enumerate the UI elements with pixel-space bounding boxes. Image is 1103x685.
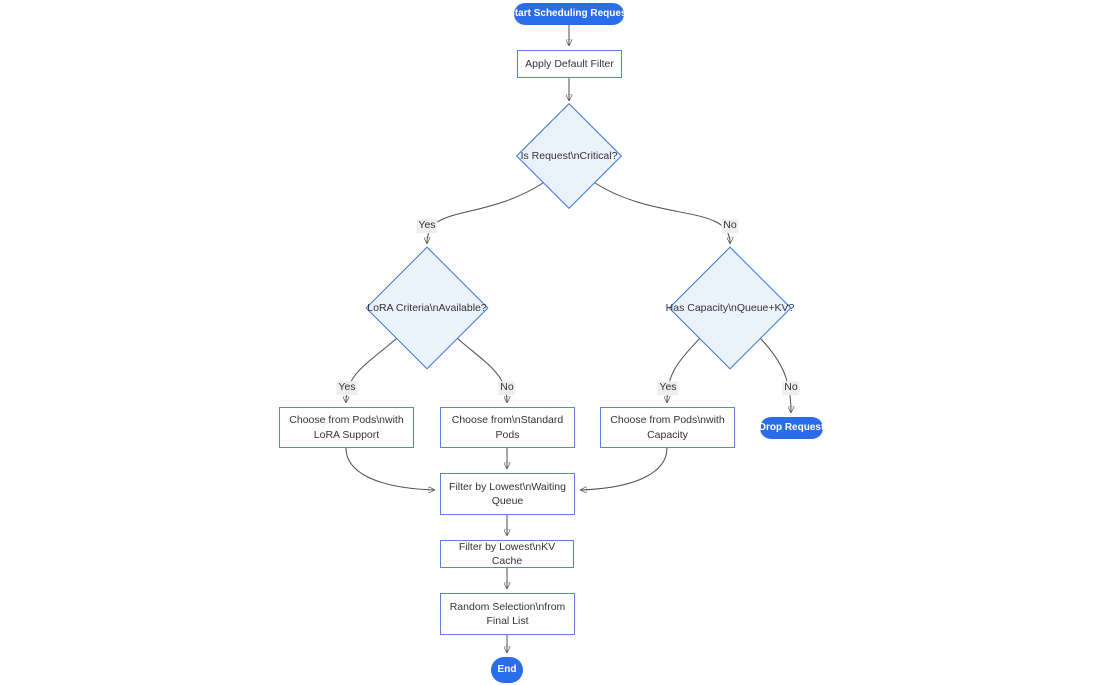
- edge-label-lora-yes: Yes: [336, 381, 358, 395]
- node-filter-lowest-kv-cache: Filter by Lowest\nKV Cache: [440, 540, 574, 568]
- edge-label-capacity-no: No: [782, 381, 800, 395]
- node-has-capacity-queue-kv: Has Capacity\nQueue+KV?: [666, 246, 794, 370]
- node-end-label: End: [497, 664, 517, 676]
- node-choose-pods-capacity: Choose from Pods\nwith Capacity: [600, 407, 735, 448]
- node-choose-standard-pods: Choose from\nStandard Pods: [440, 407, 575, 448]
- node-filter-queue-label: Filter by Lowest\nWaiting Queue: [449, 480, 566, 507]
- node-filter-lowest-waiting-queue: Filter by Lowest\nWaiting Queue: [440, 473, 575, 515]
- node-critical-label: Is Request\nCritical?: [520, 149, 618, 162]
- edge-choose-lora-to-filter-queue: [345, 447, 434, 490]
- node-is-request-critical: Is Request\nCritical?: [515, 102, 623, 210]
- edge-label-critical-no: No: [721, 219, 739, 233]
- node-start-label: Start Scheduling Request: [508, 8, 630, 20]
- edge-label-critical-yes: Yes: [416, 219, 438, 233]
- node-start: Start Scheduling Request: [508, 3, 630, 25]
- node-capacity-label: Has Capacity\nQueue+KV?: [665, 301, 795, 314]
- node-choose-pods-lora-support: Choose from Pods\nwith LoRA Support: [279, 407, 414, 448]
- node-lora-criteria-available: LoRA Criteria\nAvailable?: [365, 246, 489, 370]
- node-drop-request: Drop Request: [758, 417, 825, 439]
- edge-label-lora-no: No: [498, 381, 516, 395]
- node-end: End: [491, 657, 523, 683]
- node-random-selection-final-list: Random Selection\nfrom Final List: [440, 593, 575, 635]
- node-apply-label: Apply Default Filter: [525, 57, 614, 70]
- node-apply-default-filter: Apply Default Filter: [517, 50, 622, 78]
- edge-choose-capacity-to-filter-queue: [581, 447, 668, 490]
- node-choose-lora-label: Choose from Pods\nwith LoRA Support: [289, 414, 404, 441]
- node-random-label: Random Selection\nfrom Final List: [449, 600, 566, 627]
- node-choose-standard-label: Choose from\nStandard Pods: [451, 414, 564, 441]
- node-lora-label: LoRA Criteria\nAvailable?: [367, 301, 487, 314]
- node-drop-label: Drop Request: [758, 422, 825, 434]
- node-filter-kv-label: Filter by Lowest\nKV Cache: [458, 540, 556, 567]
- node-choose-capacity-label: Choose from Pods\nwith Capacity: [610, 414, 725, 441]
- edge-label-capacity-yes: Yes: [657, 381, 679, 395]
- edge-capacity-no-to-drop: [759, 337, 791, 412]
